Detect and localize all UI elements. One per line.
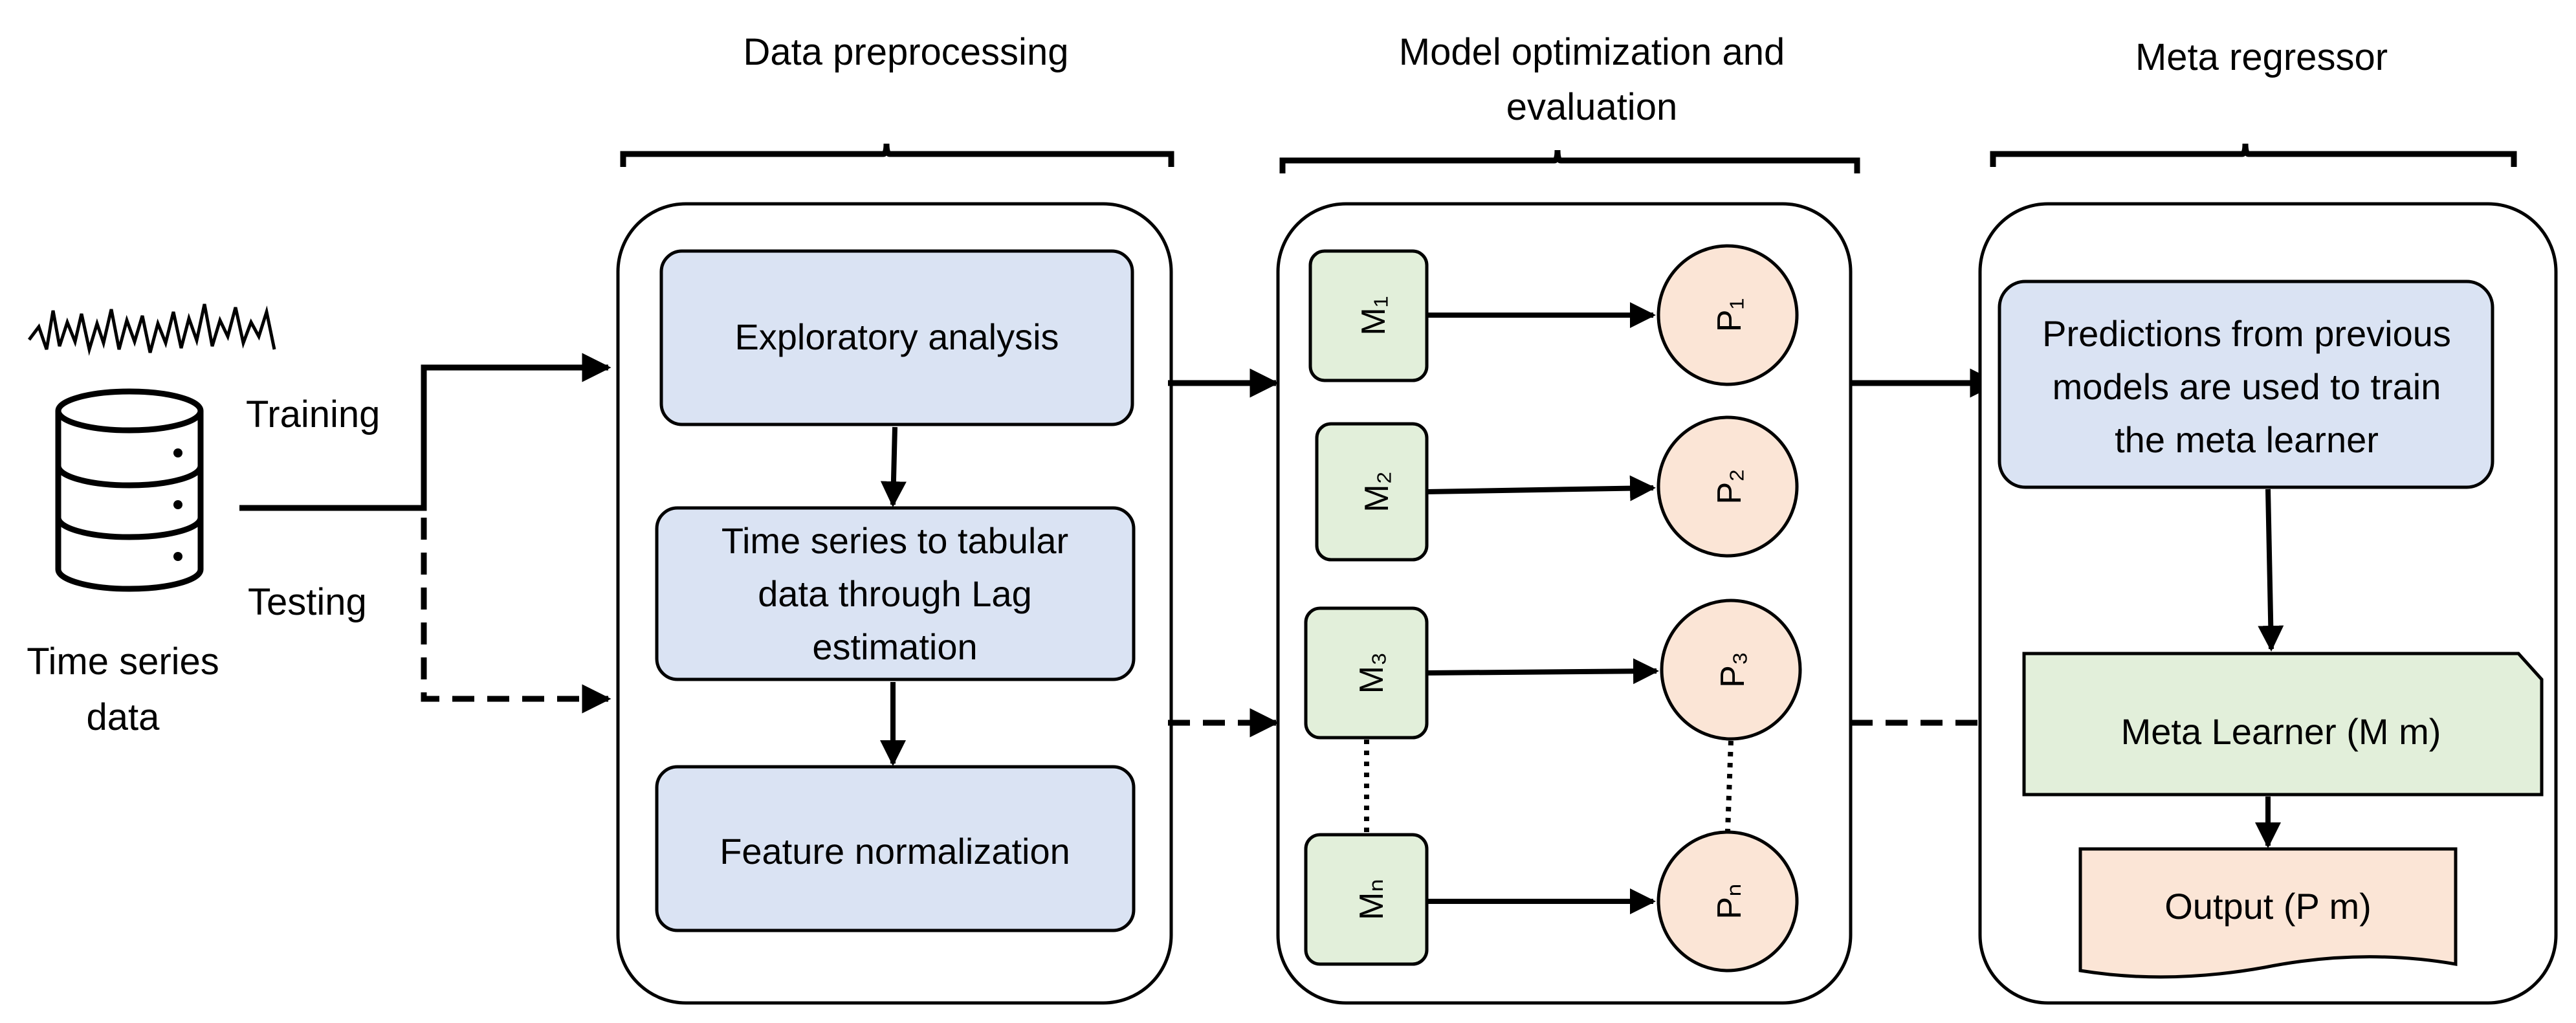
step-1-line-1: Exploratory analysis xyxy=(734,316,1059,357)
testing-arrow xyxy=(421,518,611,714)
lag-estimation-box xyxy=(655,506,1136,681)
step-3-line-1: Feature normalization xyxy=(720,831,1070,872)
output-label: Output (P m) xyxy=(2164,886,2372,927)
model-3-label: M₃ xyxy=(1353,652,1391,694)
prediction-circle xyxy=(1660,599,1802,741)
model-2-label: M₂ xyxy=(1358,471,1396,512)
step-2-line-1: Time series to tabular xyxy=(721,520,1068,561)
training-label: Training xyxy=(246,393,380,435)
model-1-label: M₁ xyxy=(1355,296,1393,336)
prediction-circle xyxy=(1657,415,1799,558)
prediction-ellipsis-line xyxy=(1725,740,1734,831)
prediction-circle xyxy=(1657,244,1799,386)
meta-brace xyxy=(1990,143,2517,167)
preprocessing-panel: Exploratory analysis Time series to tabu… xyxy=(616,202,1173,1005)
predictions-line-3: the meta learner xyxy=(2115,419,2379,460)
section-headers: Data preprocessing Model optimization an… xyxy=(620,31,2517,173)
optimization-title-line2: evaluation xyxy=(1506,86,1677,128)
predictions-box xyxy=(1998,280,2494,489)
model-n-label: Mₙ xyxy=(1353,879,1391,920)
meta-learner-label: Meta Learner (M m) xyxy=(2121,711,2441,752)
model-arrow xyxy=(1426,658,1659,685)
meta-title: Meta regressor xyxy=(2135,36,2388,78)
prediction-circle xyxy=(1657,830,1799,973)
preprocessing-title: Data preprocessing xyxy=(743,31,1069,73)
source-label-line2: data xyxy=(87,696,160,738)
db-dot xyxy=(173,552,182,561)
preprocessing-brace xyxy=(620,143,1174,167)
source-arrows xyxy=(239,353,611,714)
testing-label: Testing xyxy=(248,581,367,623)
db-dot xyxy=(173,448,182,457)
optimization-brace xyxy=(1279,149,1860,173)
model-arrow xyxy=(1426,475,1656,501)
meta-panel: Predictions from previous models are use… xyxy=(1978,202,2558,1005)
prediction-n-label: Pₙ xyxy=(1711,883,1748,919)
prediction-3-label: P₃ xyxy=(1714,652,1752,688)
meta-learner-box xyxy=(2022,652,2544,797)
database-icon xyxy=(55,388,204,592)
exploratory-analysis-box xyxy=(659,249,1134,426)
source-group: Time series data Training Testing xyxy=(27,303,380,738)
prediction-2-label: P₂ xyxy=(1711,469,1748,505)
predictions-line-2: models are used to train xyxy=(2053,366,2441,407)
output-box xyxy=(2078,847,2458,979)
predictions-to-learner-arrow xyxy=(2258,489,2284,652)
prediction-1-label: P₁ xyxy=(1711,298,1748,332)
feature-normalization-box xyxy=(655,765,1136,932)
step-2-line-3: estimation xyxy=(812,626,977,667)
step-arrow xyxy=(880,426,907,507)
optimization-title-line1: Model optimization and xyxy=(1399,31,1785,73)
models-panel: M₁ M₂ M₃ Mₙ P₁ P₂ P₃ Pₙ xyxy=(1276,202,1853,1005)
predictions-line-1: Predictions from previous xyxy=(2042,313,2451,354)
db-dot xyxy=(173,500,182,509)
source-label-line1: Time series xyxy=(27,641,219,683)
step-2-line-2: data through Lag xyxy=(758,573,1031,614)
training-arrow xyxy=(239,353,611,511)
signal-wave-icon xyxy=(28,303,276,356)
